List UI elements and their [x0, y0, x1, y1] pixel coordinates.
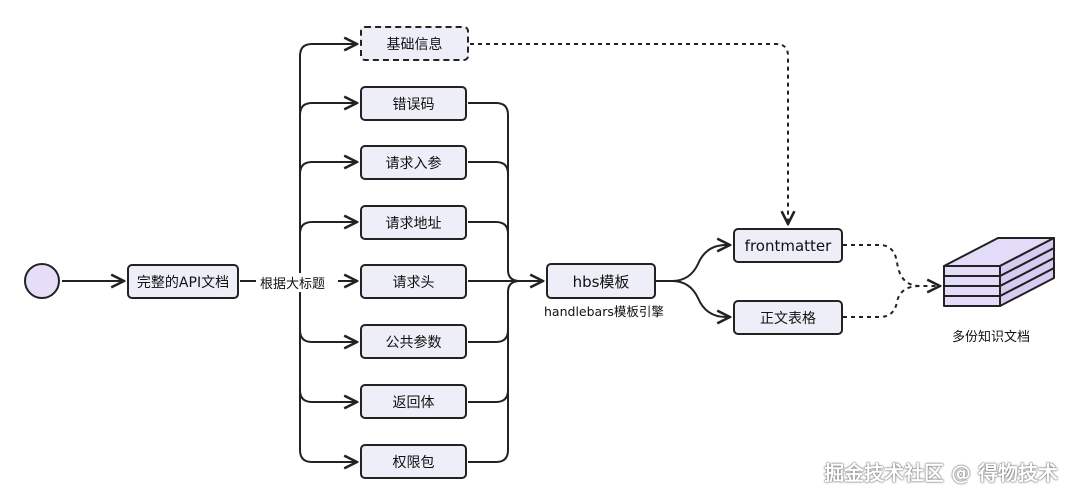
result-label: 多份知识文档	[952, 330, 1031, 345]
fan-out-lower-trunk	[299, 281, 357, 462]
fan-out-to-params	[299, 162, 357, 175]
node-error-codes: 错误码	[360, 86, 467, 121]
node-frontmatter-label: frontmatter	[744, 236, 832, 255]
node-body-table: 正文表格	[733, 300, 843, 335]
node-request-params: 请求入参	[360, 145, 467, 180]
node-body-table-label: 正文表格	[760, 310, 816, 327]
fan-in-trunk-top	[468, 102, 543, 281]
node-hbs-template: hbs模板	[546, 263, 656, 299]
node-request-address: 请求地址	[360, 205, 467, 240]
node-response-body: 返回体	[360, 384, 467, 419]
fan-in-from-address	[468, 221, 509, 235]
arrow-to-frontmatter	[656, 245, 730, 282]
start-node	[24, 263, 60, 299]
arrow-to-body-table	[671, 280, 730, 317]
node-permission-pack-label: 权限包	[392, 454, 435, 471]
node-request-params-label: 请求入参	[385, 155, 442, 172]
node-frontmatter: frontmatter	[733, 228, 843, 263]
dashed-basic-to-frontmatter	[470, 43, 788, 224]
stacked-documents-icon	[943, 237, 1055, 307]
fan-out-to-address	[299, 222, 357, 235]
fan-out-to-common	[299, 329, 357, 342]
edge-label-split: 根据大标题	[260, 273, 326, 292]
template-caption: handlebars模板引擎	[544, 304, 664, 319]
node-common-params: 公共参数	[360, 324, 467, 359]
node-request-header-label: 请求头	[392, 274, 435, 291]
node-common-params-label: 公共参数	[385, 334, 442, 351]
fan-in-from-params	[468, 161, 509, 175]
node-error-codes-label: 错误码	[392, 96, 435, 113]
fan-out-to-errcode	[299, 103, 357, 116]
node-hbs-template-label: hbs模板	[572, 272, 630, 291]
node-request-address-label: 请求地址	[385, 215, 442, 232]
node-source-doc-label: 完整的API文档	[136, 274, 230, 291]
node-permission-pack: 权限包	[360, 444, 467, 479]
fan-in-trunk-bottom	[468, 280, 521, 463]
fan-out-trunk	[299, 44, 357, 281]
fan-in-from-common	[468, 329, 509, 343]
dashed-body-to-result	[843, 285, 921, 318]
node-request-header: 请求头	[360, 264, 467, 299]
node-basic-info-label: 基础信息	[386, 36, 443, 53]
node-source-doc: 完整的API文档	[127, 264, 239, 299]
node-response-body-label: 返回体	[392, 394, 435, 411]
watermark: 掘金技术社区 @ 得物技术	[824, 461, 1058, 485]
dashed-frontmatter-to-result	[843, 244, 940, 286]
fan-in-from-return	[468, 389, 509, 403]
fan-out-to-return	[299, 389, 357, 402]
node-basic-info: 基础信息	[360, 26, 469, 61]
